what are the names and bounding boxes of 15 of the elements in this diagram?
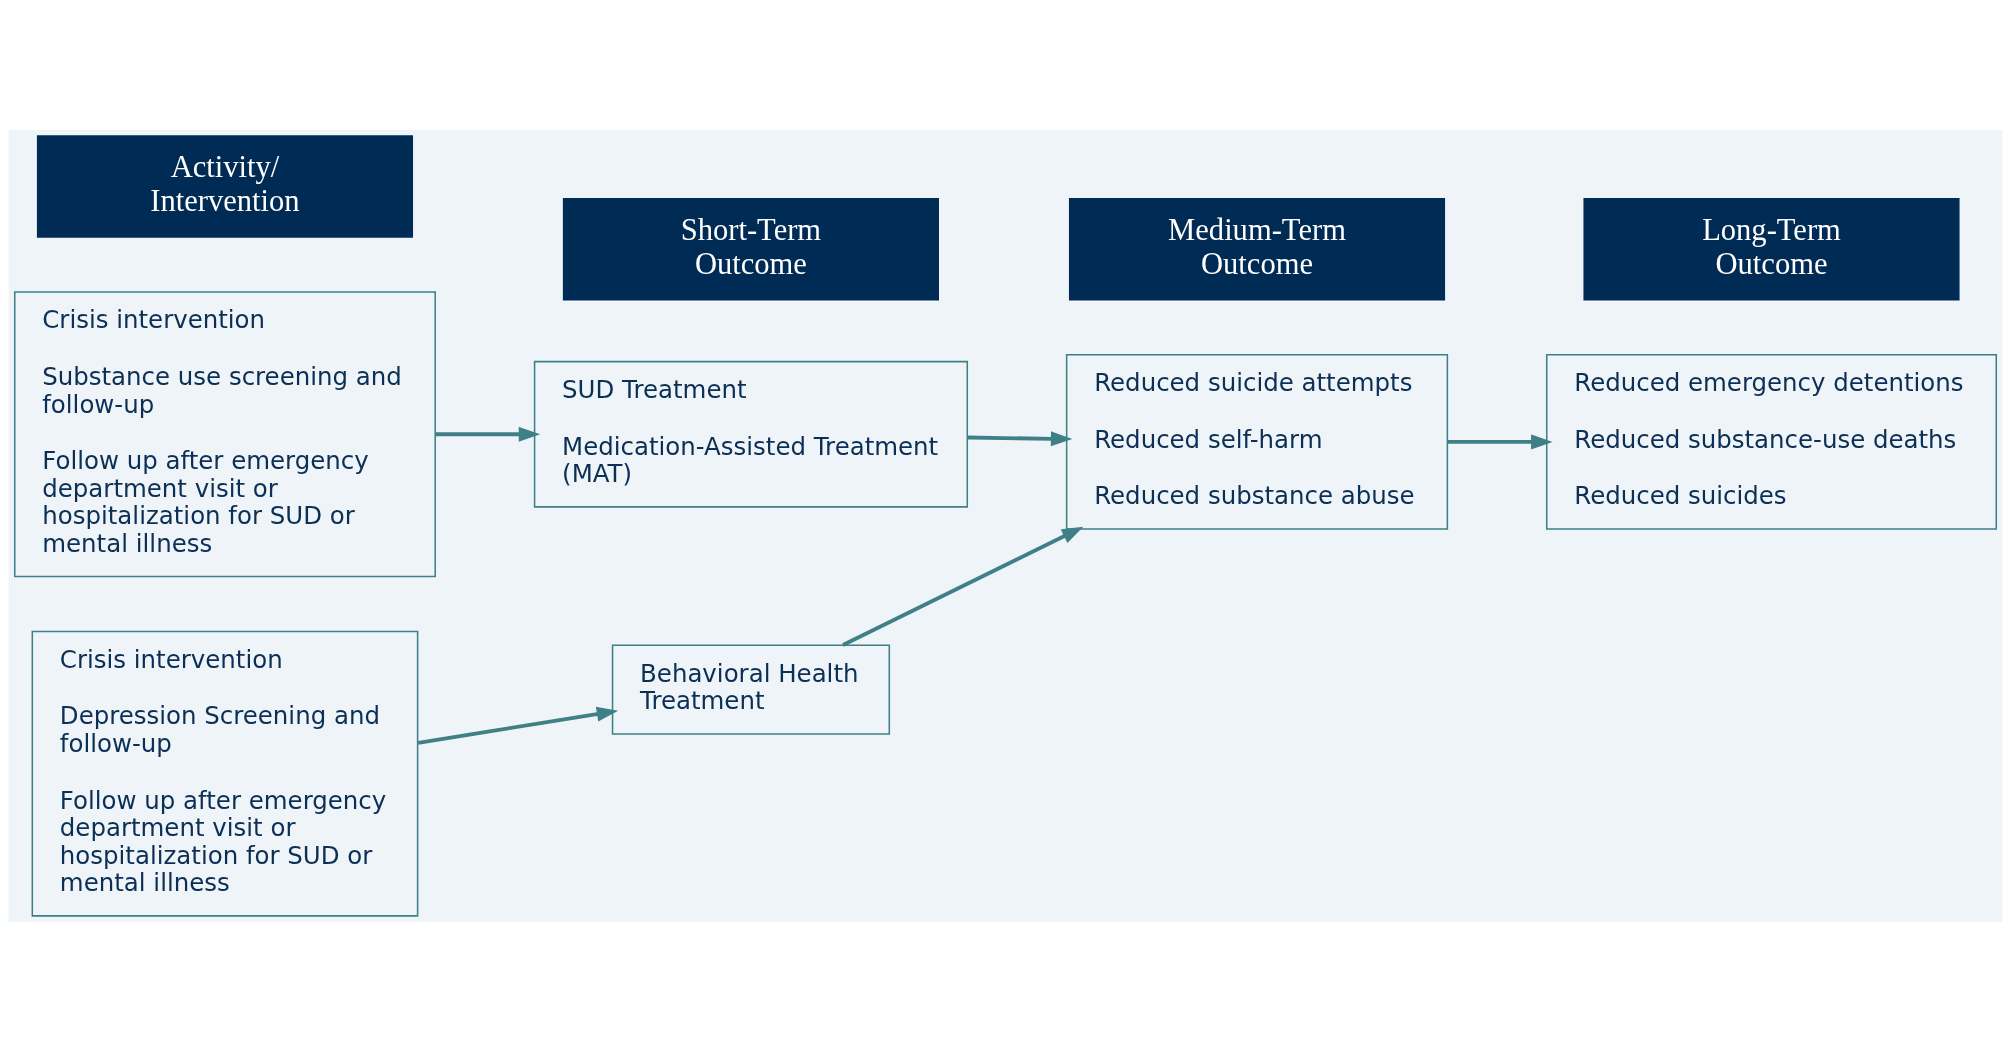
node-box: Crisis intervention Substance use screening and follow-up Follow up after emergency department visit or hospitalization for SUD or mental illness [13, 291, 436, 578]
label: Activity/ Intervention [150, 150, 300, 219]
arrow [842, 526, 1084, 647]
arrow [1447, 434, 1553, 450]
arrow [435, 426, 541, 442]
node-box: Reduced suicide attempts Reduced self-harm Reduced substance abuse [1065, 354, 1449, 530]
label: Medium-Term Outcome [1168, 213, 1346, 281]
label: Long-Term Outcome [1702, 213, 1841, 281]
label: Short-Term Outcome [680, 213, 822, 281]
node-box: Crisis intervention Depression Screening and follow-up Follow up after emergency department visit or hospitalization for SUD or mental illness [31, 630, 419, 917]
arrow [417, 706, 619, 745]
node-box: Behavioral Health Treatment [611, 644, 891, 735]
node-box: SUD Treatment Medication-Assisted Treatment (MAT) [533, 360, 969, 508]
node-box: Reduced emergency detentions Reduced substance-use deaths Reduced suicides [1546, 354, 1998, 530]
arrow [967, 431, 1073, 447]
